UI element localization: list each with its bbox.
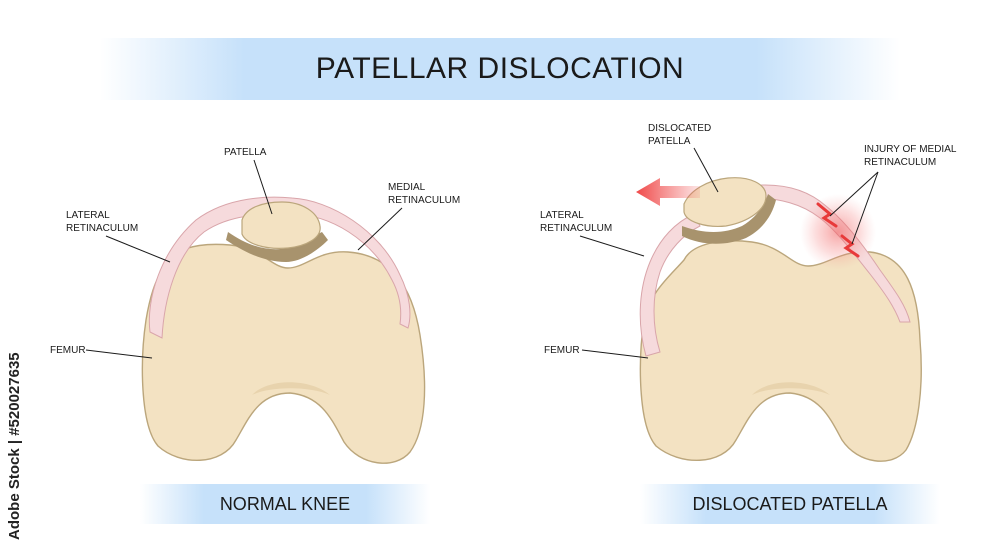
dislocated-patella-caption-banner: DISLOCATED PATELLA — [640, 484, 940, 524]
dislocated-patella-labels: DISLOCATED PATELLA INJURY OF MEDIAL RETI… — [540, 123, 957, 359]
retinaculum-band-normal — [148, 196, 411, 339]
normal-knee-illustration — [141, 196, 426, 464]
lateral-retinaculum-label-line2: RETINACULUM — [66, 223, 138, 234]
patella-normal — [241, 201, 321, 249]
normal-knee-caption-banner: NORMAL KNEE — [140, 484, 430, 524]
patellar-cartilage-dislocated — [682, 194, 776, 244]
patella-label: PATELLA — [224, 147, 267, 158]
injury-label-line1: INJURY OF MEDIAL — [864, 144, 957, 155]
femur-dislocated — [639, 240, 922, 462]
tear-mark-upper — [816, 202, 838, 228]
tear-mark-lower — [840, 234, 860, 258]
dislocated-patella-illustration — [636, 177, 922, 462]
normal-knee-labels: PATELLA LATERAL RETINACULUM MEDIAL RETIN… — [50, 147, 460, 359]
title-banner: PATELLAR DISLOCATION — [100, 38, 900, 100]
medial-retinaculum-label-line2: RETINACULUM — [388, 195, 460, 206]
injury-glow — [800, 194, 876, 270]
patellar-cartilage-normal — [226, 232, 328, 262]
injury-label-line2: RETINACULUM — [864, 157, 936, 168]
femur-label-right: FEMUR — [544, 345, 580, 356]
page-title: PATELLAR DISLOCATION — [315, 52, 685, 85]
lateral-retinaculum-label-line1: LATERAL — [66, 210, 110, 221]
femur-normal — [141, 243, 426, 464]
femur-label-left: FEMUR — [50, 345, 86, 356]
lateral-retinaculum-label-right-line1: LATERAL — [540, 210, 584, 221]
lateral-retinaculum-label-right-line2: RETINACULUM — [540, 223, 612, 234]
dislocated-patella-caption: DISLOCATED PATELLA — [692, 493, 888, 514]
normal-knee-caption: NORMAL KNEE — [219, 493, 351, 514]
displacement-arrow — [636, 178, 700, 206]
medial-retinaculum-label-line1: MEDIAL — [388, 182, 426, 193]
dislocated-patella-label-line1: DISLOCATED — [648, 123, 711, 134]
stock-watermark: Adobe Stock | #520027635 — [6, 352, 23, 540]
dislocated-patella-label-line2: PATELLA — [648, 136, 691, 147]
